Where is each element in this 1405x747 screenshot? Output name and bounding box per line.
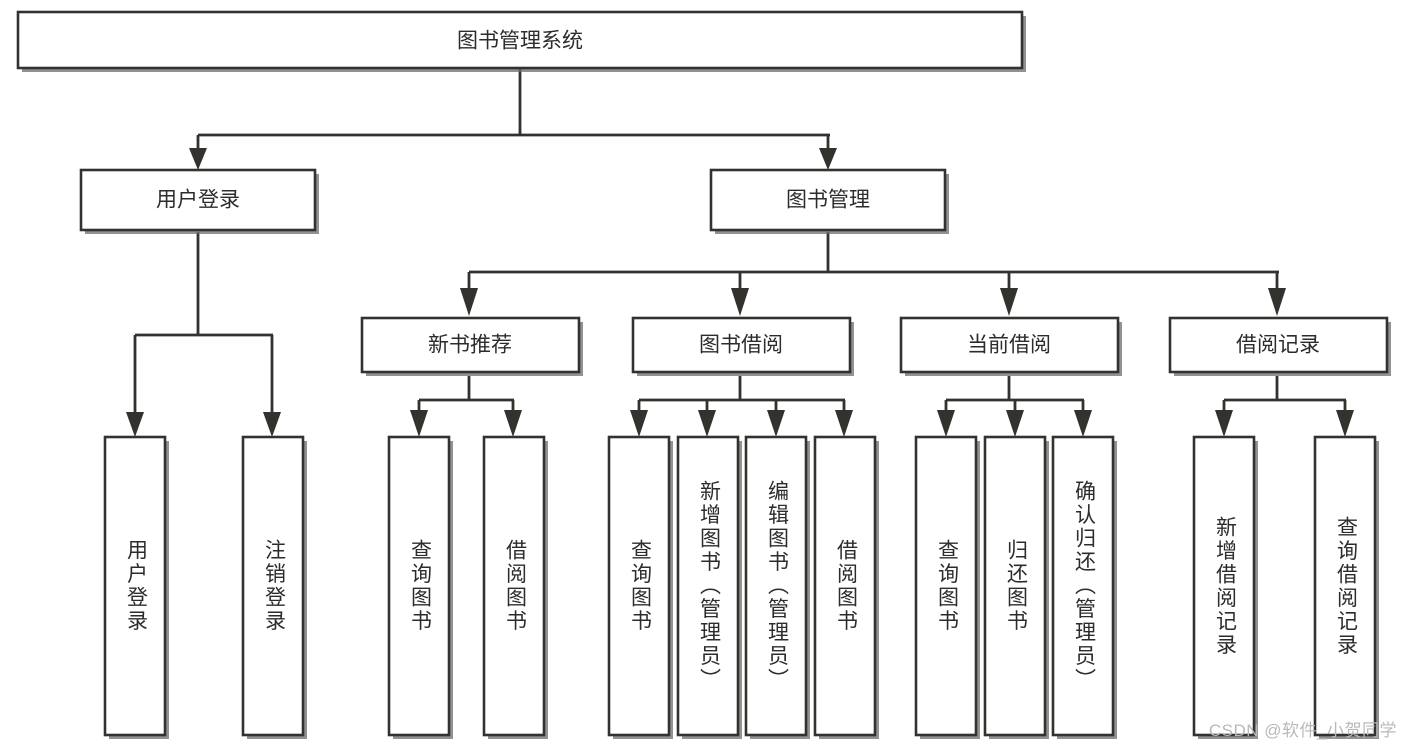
node-borrow-record-label: 借阅记录 — [1236, 334, 1320, 357]
node-book-management[interactable]: 图书管理 — [709, 168, 949, 234]
leaf-box-borrow-record-1[interactable] — [1192, 435, 1258, 739]
arrow-leaf-bb-4 — [835, 410, 853, 437]
arrow-root-to-book-mgmt — [819, 148, 837, 170]
arrow-leaf-bb-1 — [630, 410, 648, 437]
node-new-book-recommend[interactable]: 新书推荐 — [360, 316, 583, 376]
arrow-leaf-user-login-1 — [126, 412, 144, 437]
leaf-box-user-login-1[interactable] — [103, 435, 169, 739]
arrow-to-new-book-recommend — [460, 288, 478, 316]
node-current-borrow[interactable]: 当前借阅 — [899, 316, 1122, 376]
arrow-to-borrow-record — [1268, 288, 1286, 316]
csdn-watermark: CSDN @软件_小贺同学 — [1208, 721, 1397, 740]
arrow-leaf-nbr-1 — [410, 410, 428, 437]
node-root-label: 图书管理系统 — [457, 30, 583, 53]
leaf-box-new-book-recommend-2[interactable] — [482, 435, 548, 739]
arrow-leaf-cb-3 — [1074, 410, 1092, 437]
node-root[interactable]: 图书管理系统 — [16, 10, 1026, 72]
arrow-leaf-cb-1 — [937, 410, 955, 437]
arrow-leaf-bb-2 — [698, 410, 716, 437]
leaf-box-borrow-record-2[interactable] — [1313, 435, 1379, 739]
arrow-leaf-nbr-2 — [504, 410, 522, 437]
leaf-box-book-borrow-4[interactable] — [813, 435, 879, 739]
node-book-borrow[interactable]: 图书借阅 — [631, 316, 854, 376]
arrow-leaf-cb-2 — [1006, 410, 1024, 437]
arrow-to-book-borrow — [731, 288, 749, 316]
arrow-leaf-bb-3 — [767, 410, 785, 437]
leaf-box-user-login-2[interactable] — [241, 435, 307, 739]
leaf-box-book-borrow-1[interactable] — [607, 435, 673, 739]
node-borrow-record[interactable]: 借阅记录 — [1168, 316, 1391, 376]
arrow-root-to-user-login — [189, 148, 207, 170]
leaf-box-book-borrow-2[interactable] — [676, 435, 742, 739]
leaf-box-book-borrow-3[interactable] — [744, 435, 810, 739]
arrow-to-current-borrow — [1000, 288, 1018, 316]
arrow-leaf-br-1 — [1215, 410, 1233, 437]
node-book-management-label: 图书管理 — [786, 189, 870, 212]
arrow-leaf-br-2 — [1336, 410, 1354, 437]
node-user-login[interactable]: 用户登录 — [79, 168, 319, 234]
leaf-box-current-borrow-2[interactable] — [983, 435, 1049, 739]
leaf-box-current-borrow-1[interactable] — [914, 435, 980, 739]
node-book-borrow-label: 图书借阅 — [699, 334, 783, 357]
node-current-borrow-label: 当前借阅 — [967, 334, 1051, 357]
connector-layer — [126, 68, 1354, 437]
leaf-box-current-borrow-3[interactable] — [1051, 435, 1117, 739]
arrow-leaf-user-login-2 — [263, 412, 281, 437]
leaf-box-new-book-recommend-1[interactable] — [387, 435, 453, 739]
node-new-book-recommend-label: 新书推荐 — [428, 334, 512, 357]
node-user-login-label: 用户登录 — [156, 189, 240, 212]
